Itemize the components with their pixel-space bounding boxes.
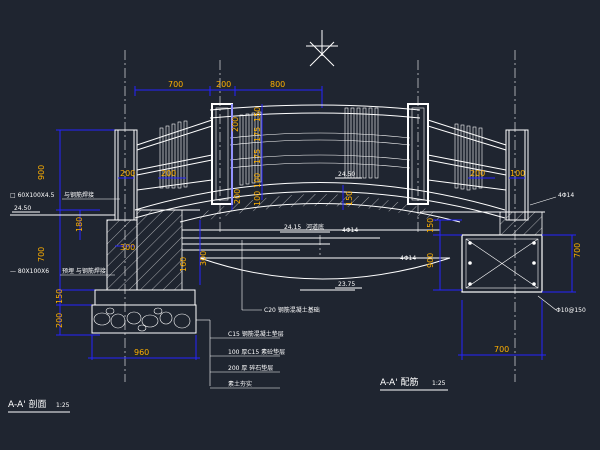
dim-right-700: 700 [573, 243, 582, 258]
right-dimensions [458, 234, 576, 360]
layer-1: C15 钢筋混凝土垫层 [228, 330, 284, 338]
elevation-left: 24.50 [14, 205, 31, 212]
dim-v-200r: 200 [233, 189, 242, 204]
dim-v-150b: 150 [253, 107, 262, 122]
elevation-bottom: 23.75 [338, 281, 355, 288]
dim-v-175b: 175 [253, 149, 262, 164]
dim-post-200-c: 200 [470, 169, 485, 178]
elevation-mid: 24.15 [284, 224, 301, 231]
dim-v-200b: 200 [231, 117, 240, 132]
dim-top-200: 200 [216, 80, 231, 89]
rebar-stirrup: Φ10@150 [556, 307, 586, 314]
dim-v-175a: 175 [253, 127, 262, 142]
layer-4: 素土夯实 [228, 380, 252, 388]
elevation-marks [12, 177, 362, 289]
post-dimensions [115, 177, 525, 247]
dim-left-900: 900 [37, 165, 46, 180]
scale-left: 1:25 [56, 402, 70, 409]
rebar-right-a-leader [529, 196, 557, 206]
dim-left-200: 200 [55, 313, 64, 328]
layer-2: 100 厚C15 素砼垫层 [228, 348, 285, 356]
scale-right: 1:25 [432, 380, 446, 387]
concrete-note: C20 钢筋混凝土基础 [264, 306, 320, 314]
layer-3: 200 厚 碎石垫层 [228, 364, 273, 372]
dim-v-100: 100 [253, 173, 262, 188]
river-bed [182, 229, 451, 291]
dim-left-180: 180 [75, 217, 84, 232]
left-railing [136, 119, 213, 191]
dim-right-150: 150 [426, 218, 435, 233]
dim-v-150r: 150 [345, 191, 354, 206]
dim-post-100: 100 [510, 169, 525, 178]
layer-callout-leaders [196, 319, 280, 389]
footing-dimension [88, 335, 200, 360]
left-abutment [91, 129, 200, 334]
dim-lower-300: 300 [120, 243, 135, 252]
title-right: A-A' 配筋 [380, 376, 419, 388]
centre-lines [124, 50, 516, 382]
dim-top-700: 700 [168, 80, 183, 89]
rebar-right-c: 4Φ14 [400, 255, 416, 262]
stirrup-leader [537, 295, 557, 311]
arch-deck [134, 104, 506, 223]
post-vertical-dimensions [199, 104, 462, 291]
dim-v-100b: 100 [253, 191, 262, 206]
rebar-spec-left: — 80X100X6 [10, 268, 49, 275]
north-arrow-icon [306, 30, 338, 67]
dim-v-160: 160 [179, 257, 188, 272]
pipe-spec-left: □ 60X100X4.5 [10, 192, 55, 199]
rebar-note-left: 预埋 与钢筋焊接 [62, 267, 106, 275]
right-railing [427, 119, 507, 191]
title-left: A-A' 剖面 [8, 398, 47, 410]
dim-left-150: 150 [55, 289, 64, 304]
elevation-top: 24.50 [338, 171, 355, 178]
elevation-mid-suffix: 河道底 [306, 223, 324, 231]
dim-right-900: 900 [426, 253, 435, 268]
dim-post-200-b: 200 [161, 169, 176, 178]
dim-left-700: 700 [37, 247, 46, 262]
center-railing [239, 107, 379, 186]
dim-top-800: 800 [270, 80, 285, 89]
right-abutment [420, 129, 545, 293]
dim-right-700b: 700 [494, 345, 509, 354]
dim-v-300b: 300 [199, 251, 208, 266]
dim-foot-960: 960 [134, 348, 149, 357]
dim-post-200-a: 200 [120, 169, 135, 178]
gravel-layer [93, 307, 191, 332]
rebar-right-a: 4Φ14 [558, 192, 574, 199]
pipe-note-left: 与钢筋焊接 [64, 191, 94, 199]
rebar-right-b: 4Φ14 [342, 227, 358, 234]
